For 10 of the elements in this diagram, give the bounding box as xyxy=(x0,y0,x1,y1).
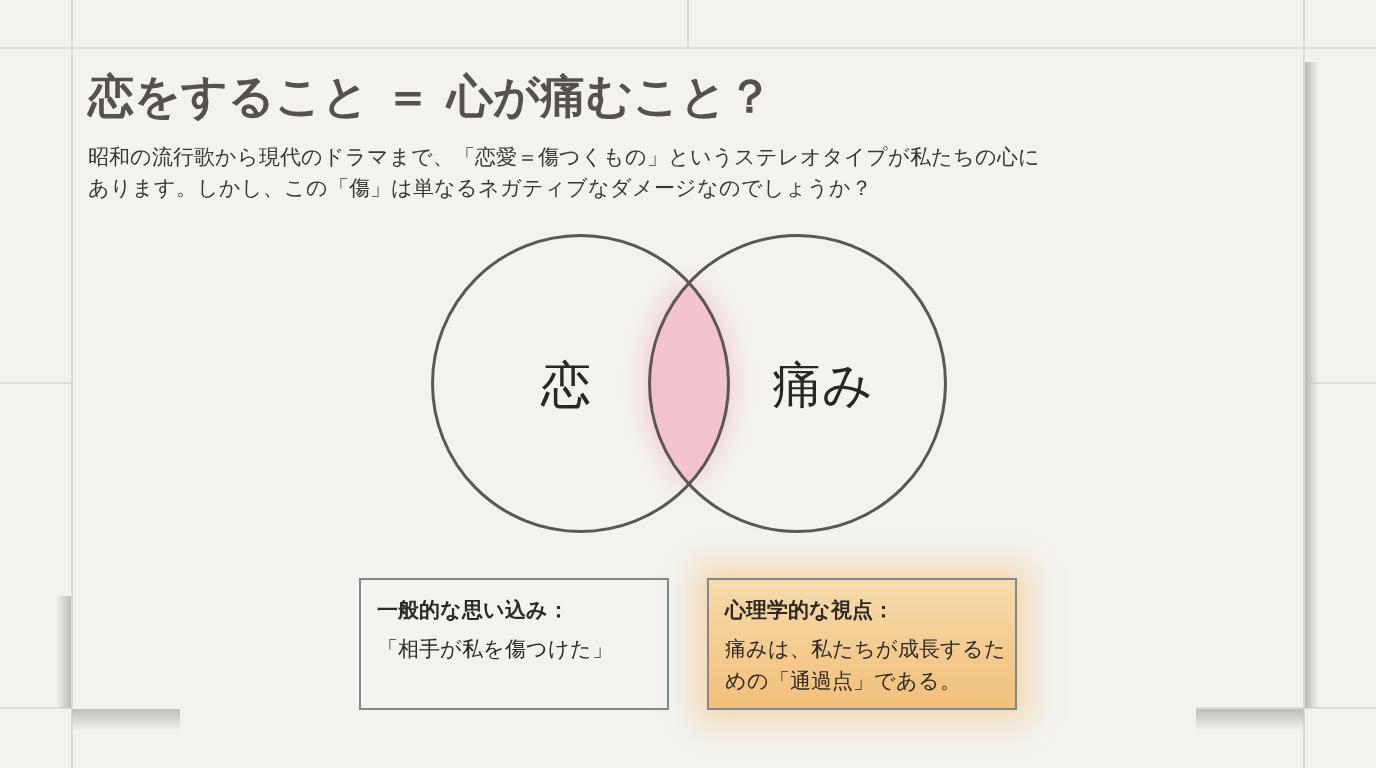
title: 恋をすること ＝ 心が痛むこと？ xyxy=(88,68,774,125)
box-text: 「相手が私を傷つけた」 xyxy=(377,636,614,663)
intro-paragraph: 昭和の流行歌から現代のドラマまで、「恋愛＝傷つくもの」というステレオタイプが私たちの心にあります。しかし、この「傷」は単なるネガティブなダメージなのでしょうか？ xyxy=(88,144,1041,202)
box-heading: 一般的な思い込み： xyxy=(377,597,570,624)
circle-label: 痛み xyxy=(771,355,873,415)
box-text: 痛みは、私たちが成長するための「通過点」である。 xyxy=(725,636,1007,695)
box-heading: 心理学的な視点： xyxy=(725,597,895,624)
note-box xyxy=(359,578,669,710)
circle-label: 恋 xyxy=(541,355,591,415)
note-box xyxy=(707,578,1017,710)
